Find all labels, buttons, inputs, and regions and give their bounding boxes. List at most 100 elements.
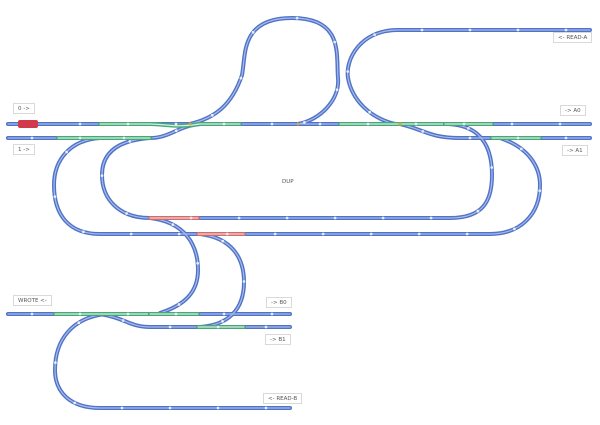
track-marker bbox=[564, 28, 568, 32]
label-output-a0: -> A0 bbox=[560, 105, 586, 116]
track-marker bbox=[129, 232, 133, 236]
track-marker bbox=[221, 239, 225, 243]
track-marker bbox=[125, 212, 128, 215]
track-marker bbox=[558, 122, 562, 126]
switch-overlays bbox=[53, 122, 542, 329]
track-marker bbox=[369, 232, 373, 236]
track-marker bbox=[468, 28, 472, 32]
track-marker bbox=[490, 166, 494, 169]
track-marker bbox=[273, 232, 277, 236]
label-output-b1: -> B1 bbox=[265, 334, 291, 345]
label-input-1: 1 -> bbox=[13, 144, 35, 155]
track-marker bbox=[285, 216, 289, 220]
track-marker bbox=[225, 232, 229, 236]
track-top-loop bbox=[188, 16, 341, 126]
track-marker bbox=[538, 189, 542, 193]
track-marker bbox=[270, 312, 274, 316]
track-marker bbox=[54, 361, 57, 364]
label-output-b0: -> B0 bbox=[266, 297, 292, 308]
track-marker bbox=[373, 33, 376, 36]
track-marker bbox=[381, 216, 385, 220]
track-marker bbox=[221, 320, 224, 323]
junction-dot bbox=[188, 122, 192, 126]
track-marker bbox=[168, 325, 172, 329]
track-marker bbox=[122, 136, 126, 140]
track-marker bbox=[120, 406, 124, 410]
label-read-b: <- READ-B bbox=[263, 393, 303, 404]
track-marker bbox=[321, 232, 325, 236]
track-marker bbox=[216, 325, 220, 329]
track-marker bbox=[77, 321, 81, 325]
track-marker bbox=[420, 28, 424, 32]
label-wrote: WROTE <- bbox=[13, 295, 52, 306]
track-marker bbox=[174, 312, 178, 316]
track-marker bbox=[251, 30, 255, 34]
track-marker bbox=[335, 88, 339, 92]
track-marker bbox=[242, 280, 246, 283]
track-marker bbox=[82, 230, 85, 234]
track-marker bbox=[366, 122, 370, 126]
track-markers bbox=[30, 16, 568, 410]
track-marker bbox=[368, 110, 372, 114]
track-marker bbox=[177, 303, 181, 306]
track-marker bbox=[73, 401, 77, 405]
track-marker bbox=[303, 121, 306, 124]
track-marker bbox=[295, 16, 299, 20]
track-marker bbox=[126, 122, 130, 126]
label-center: DUP bbox=[282, 179, 294, 185]
track-marker bbox=[174, 122, 178, 126]
track-marker bbox=[468, 136, 472, 140]
track-marker bbox=[318, 122, 322, 126]
track-marker bbox=[78, 122, 82, 126]
track-marker bbox=[270, 122, 274, 126]
track-marker bbox=[429, 216, 433, 220]
track-marker bbox=[128, 140, 132, 143]
track-marker bbox=[174, 129, 178, 133]
track-read-a bbox=[345, 28, 592, 126]
track-marker bbox=[78, 312, 82, 316]
track-marker bbox=[333, 40, 337, 44]
track-marker bbox=[171, 223, 175, 227]
track-marker bbox=[333, 216, 337, 220]
track-marker bbox=[519, 147, 523, 151]
track-marker bbox=[65, 150, 68, 154]
junction-dot bbox=[398, 122, 402, 126]
track-output-a1 bbox=[398, 122, 592, 140]
track-marker bbox=[414, 122, 418, 126]
track-marker bbox=[264, 406, 268, 410]
track-marker bbox=[346, 70, 350, 73]
track-marker bbox=[53, 195, 57, 199]
track-marker bbox=[476, 209, 480, 213]
track-marker bbox=[100, 174, 104, 178]
track-marker bbox=[177, 232, 181, 236]
track-marker bbox=[417, 232, 421, 236]
track-marker bbox=[168, 406, 172, 410]
track-marker bbox=[264, 325, 268, 329]
track-marker bbox=[30, 136, 34, 140]
track-network bbox=[6, 16, 592, 410]
track-marker bbox=[196, 261, 200, 265]
track-marker bbox=[465, 232, 469, 236]
track-marker bbox=[510, 122, 514, 126]
label-read-a: <- READ-A bbox=[553, 32, 593, 43]
track-marker bbox=[210, 113, 214, 117]
junction-dot bbox=[296, 122, 300, 126]
track-marker bbox=[216, 406, 220, 410]
track-marker bbox=[78, 136, 82, 140]
label-input-0: 0 -> bbox=[13, 103, 35, 114]
track-marker bbox=[564, 136, 568, 140]
track-marker bbox=[421, 130, 425, 133]
track-marker bbox=[462, 122, 466, 126]
track-marker bbox=[513, 227, 516, 231]
track-marker bbox=[126, 312, 130, 316]
track-marker bbox=[237, 216, 241, 220]
track-marker bbox=[239, 76, 243, 80]
track-marker bbox=[516, 136, 520, 140]
train-car-icon[interactable] bbox=[18, 120, 38, 128]
track-marker bbox=[189, 216, 193, 220]
track-marker bbox=[30, 312, 34, 316]
track-marker bbox=[121, 319, 125, 322]
track-marker bbox=[467, 126, 470, 130]
